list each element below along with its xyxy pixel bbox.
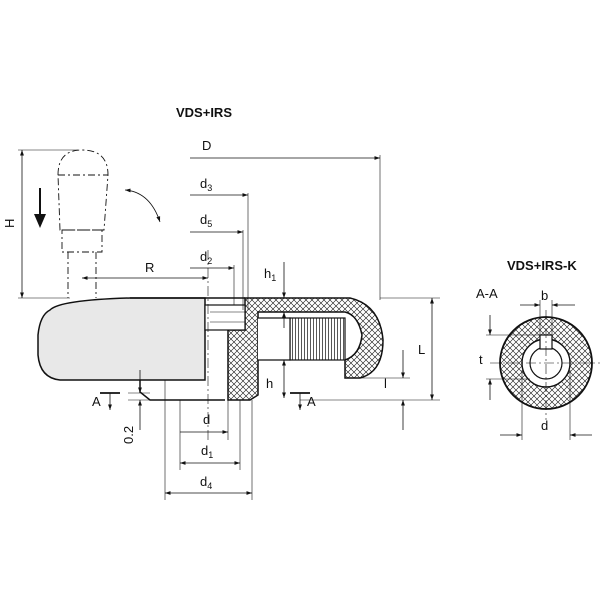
main-title: VDS+IRS xyxy=(176,105,232,120)
label-b: b xyxy=(541,288,548,303)
handwheel-section xyxy=(204,297,384,401)
dimension-H: H xyxy=(2,149,78,299)
label-d3: d3 xyxy=(200,176,212,193)
dimension-d4: d4 xyxy=(164,400,253,500)
label-h1: h1 xyxy=(264,266,276,283)
label-d2: d2 xyxy=(200,249,212,266)
label-A-left: A xyxy=(92,394,101,409)
label-d5: d5 xyxy=(200,212,212,229)
crank-handle-phantom xyxy=(57,149,109,298)
dimension-d2: d2 xyxy=(190,249,235,305)
label-section-AA: A-A xyxy=(476,286,498,301)
label-d-section: d xyxy=(541,418,548,433)
dimension-d: d xyxy=(180,400,229,440)
label-H: H xyxy=(2,219,17,228)
section-title: VDS+IRS-K xyxy=(507,258,577,273)
dimension-d5: d5 xyxy=(190,212,244,310)
section-line-AA: A A xyxy=(92,392,316,410)
label-clearance: 0.2 xyxy=(121,426,136,444)
section-AA-view: A-A b t d xyxy=(476,286,600,440)
dimension-h: h xyxy=(266,360,286,398)
dimension-d3: d3 xyxy=(190,176,249,310)
label-A-right: A xyxy=(307,394,316,409)
label-d: d xyxy=(203,412,210,427)
rotation-arrow xyxy=(124,188,161,223)
label-d1: d1 xyxy=(201,443,213,460)
handwheel-body xyxy=(37,297,245,401)
dimension-L: L xyxy=(300,297,440,401)
label-l: l xyxy=(384,376,387,391)
label-d4: d4 xyxy=(200,474,212,491)
dimension-h1: h1 xyxy=(264,262,286,328)
dimension-l: l xyxy=(360,350,410,430)
dimension-R: R xyxy=(82,260,208,280)
dimension-d1: d1 xyxy=(179,400,241,470)
dimension-D: D xyxy=(190,138,381,300)
dimension-clearance: 0.2 xyxy=(121,370,150,444)
label-h: h xyxy=(266,376,273,391)
label-L: L xyxy=(418,342,425,357)
label-D: D xyxy=(202,138,211,153)
label-t: t xyxy=(479,352,483,367)
push-down-arrow xyxy=(34,188,46,228)
label-R: R xyxy=(145,260,154,275)
